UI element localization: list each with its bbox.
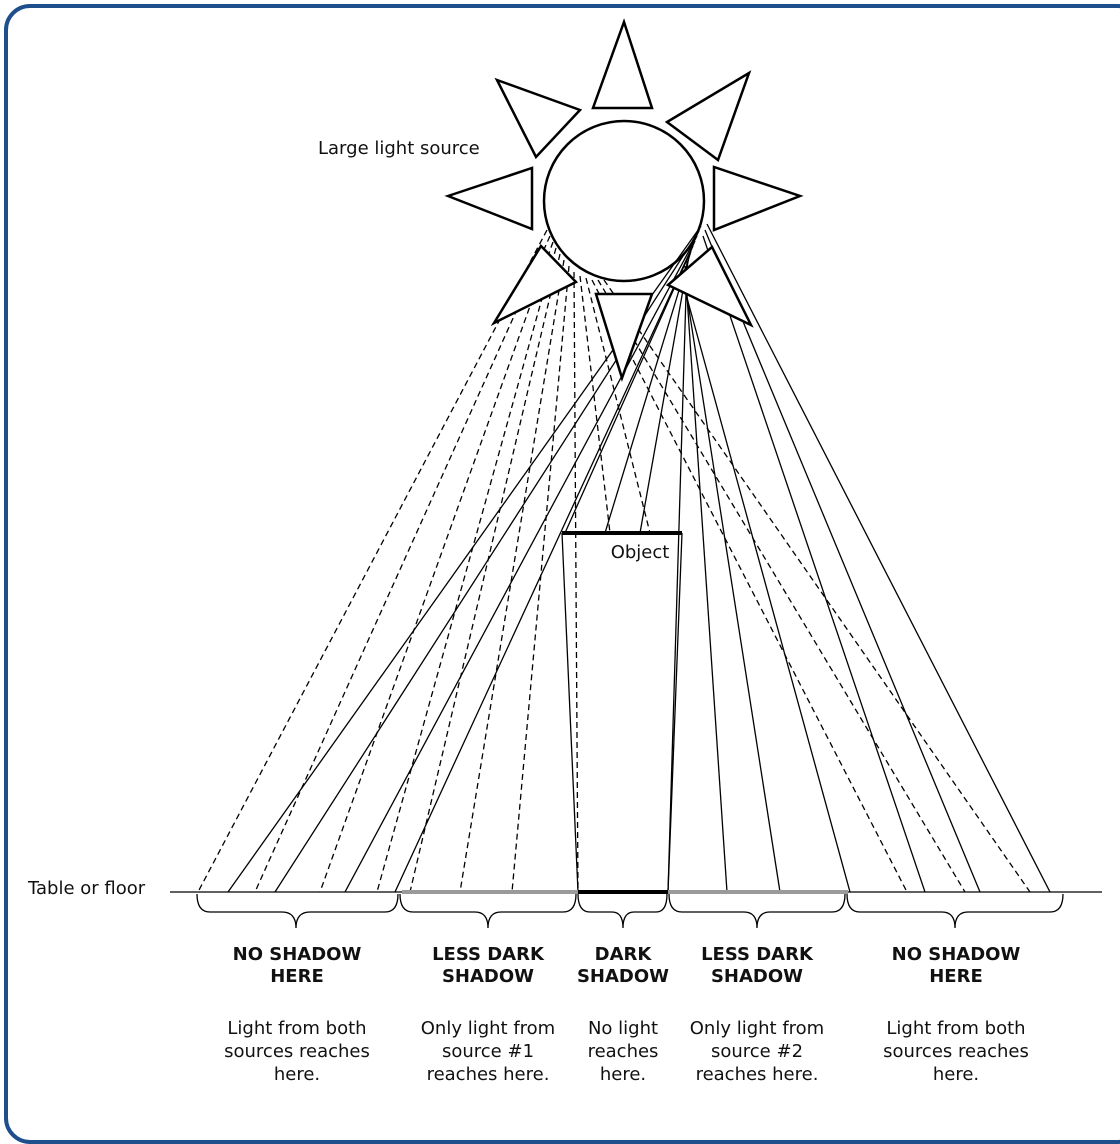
- brace-no-shadow-left: [196, 893, 399, 929]
- region-title-no-shadow-left: NO SHADOW HERE: [232, 944, 362, 987]
- ray-bottom: [594, 292, 654, 382]
- ray-top: [591, 18, 654, 110]
- brace-no-shadow-right: [846, 893, 1064, 929]
- lower-sun-rays: [490, 243, 754, 382]
- region-desc-dark: No light reaches here.: [587, 1018, 659, 1085]
- light-source-label: Large light source: [318, 138, 480, 159]
- region-braces: [196, 893, 1064, 929]
- ray-lower-left: [490, 243, 579, 327]
- light-source-circle: [542, 119, 706, 283]
- region-desc-no-shadow-left: Light from both sources reaches here.: [224, 1018, 370, 1085]
- region-title-less-dark-right: LESS DARK SHADOW: [701, 944, 813, 987]
- brace-dark: [577, 893, 668, 929]
- ray-left: [444, 166, 534, 231]
- object-label: Object: [610, 542, 670, 563]
- ray-upper-left: [494, 77, 583, 160]
- region-title-less-dark-left: LESS DARK SHADOW: [432, 944, 544, 987]
- region-desc-no-shadow-right: Light from both sources reaches here.: [883, 1018, 1029, 1085]
- object-shadow-edge-left: [561, 532, 579, 893]
- region-desc-less-dark-right: Only light from source #2 reaches here.: [689, 1018, 825, 1085]
- sun-rays: [444, 18, 804, 232]
- region-title-no-shadow-right: NO SHADOW HERE: [891, 944, 1021, 987]
- region-title-dark: DARK SHADOW: [576, 944, 670, 987]
- ray-lower-right: [665, 245, 754, 328]
- ray-right: [712, 165, 804, 232]
- surface-label: Table or floor: [28, 878, 146, 899]
- dashed-light-rays: [197, 229, 1031, 893]
- brace-less-dark-right: [668, 893, 846, 929]
- brace-less-dark-left: [399, 893, 577, 929]
- ray-upper-right: [664, 70, 752, 163]
- shadow-diagram: [170, 18, 1102, 929]
- region-desc-less-dark-left: Only light from source #1 reaches here.: [420, 1018, 556, 1085]
- object-shadow-edge-right: [667, 532, 683, 893]
